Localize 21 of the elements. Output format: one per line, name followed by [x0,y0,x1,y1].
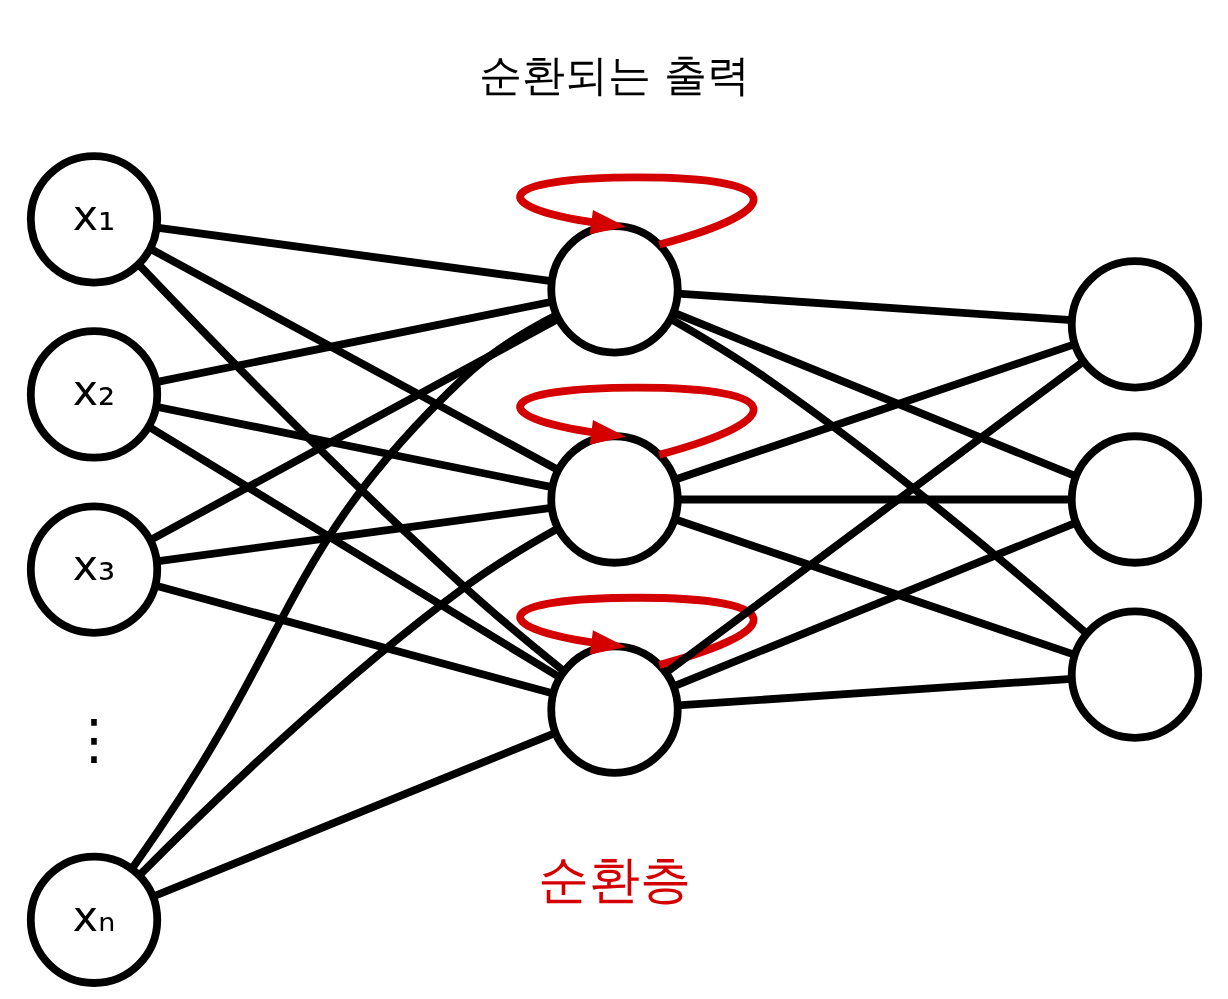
connector [155,503,552,566]
node-circle: x₁ [26,152,161,287]
node-circle [1067,432,1202,567]
connector [676,674,1072,710]
node-circle [1067,607,1202,742]
connector [663,358,1085,676]
connector [676,289,1072,325]
node-circle [546,642,682,777]
node-circle [546,222,682,357]
label: 순환층 [537,850,691,910]
connector [136,525,559,878]
node-circle: x₂ [26,327,161,462]
node-circle: x₃ [26,502,161,637]
connector [135,262,566,674]
label: 순환되는 출력 [478,50,750,101]
node-circle [546,432,682,567]
node-circle: xₙ [26,852,161,987]
label: ⋮ [66,707,121,772]
connector [128,311,558,872]
node-circle [1067,257,1202,392]
connector [677,495,1071,504]
